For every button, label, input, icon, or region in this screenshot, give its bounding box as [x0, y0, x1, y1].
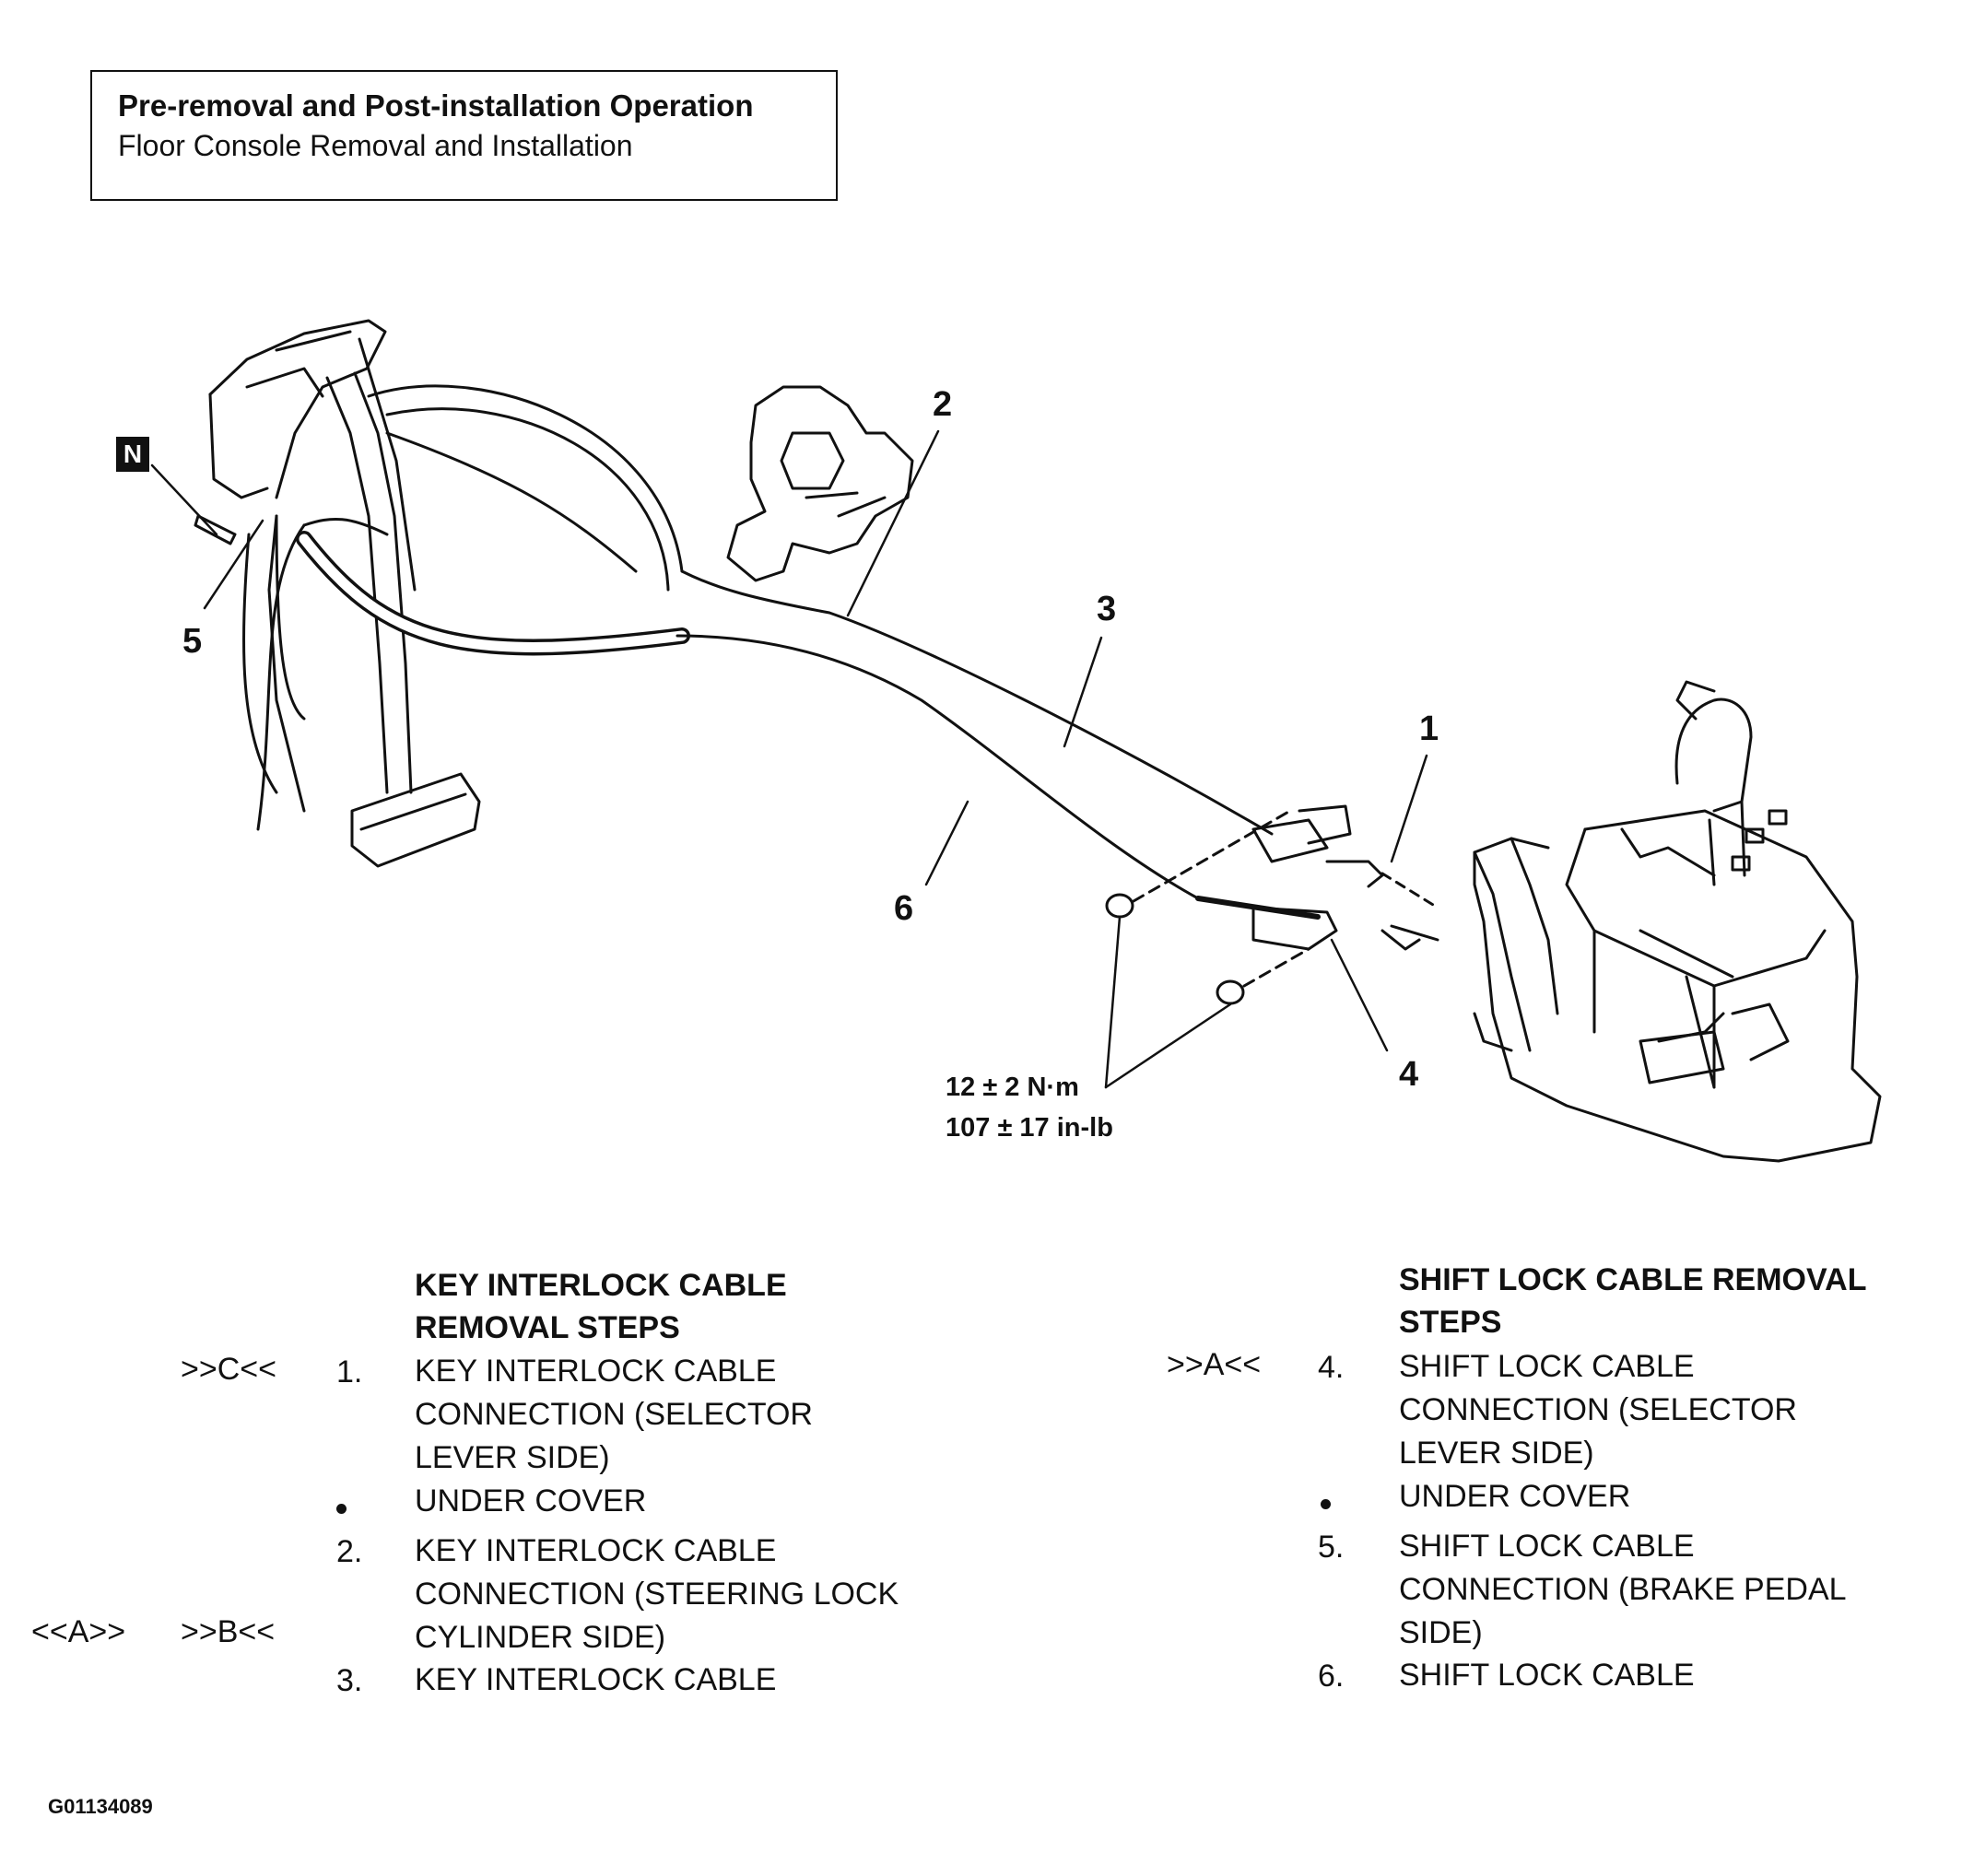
shift-lock-step5-num: 5. — [1318, 1530, 1345, 1565]
key-interlock-step1-line1: KEY INTERLOCK CABLE — [415, 1354, 777, 1389]
shift-lock-ref-a: >>A<< — [1167, 1347, 1262, 1382]
key-interlock-under-cover: UNDER COVER — [415, 1483, 647, 1518]
clip-n — [194, 514, 237, 545]
header-box — [90, 70, 838, 201]
shift-lock-step4-line1: SHIFT LOCK CABLE — [1399, 1349, 1695, 1384]
key-interlock-step2-line2: CONNECTION (STEERING LOCK — [415, 1577, 899, 1612]
callout-4: 4 — [1399, 1055, 1419, 1094]
non-reusable-part-badge: N — [116, 437, 149, 472]
callout-6: 6 — [894, 889, 914, 928]
key-interlock-step1-line2: CONNECTION (SELECTOR — [415, 1397, 813, 1432]
key-interlock-step3-line1: KEY INTERLOCK CABLE — [415, 1662, 777, 1697]
key-interlock-step3-num: 3. — [336, 1663, 363, 1698]
callout-3: 3 — [1097, 590, 1117, 628]
shift-lock-step4-line3: LEVER SIDE) — [1399, 1436, 1594, 1471]
key-interlock-heading-line1: KEY INTERLOCK CABLE — [415, 1268, 787, 1303]
shift-lock-step4-line2: CONNECTION (SELECTOR — [1399, 1392, 1797, 1427]
leader-lines — [150, 429, 1428, 1089]
header-subtitle: Floor Console Removal and Installation — [118, 129, 633, 162]
callout-2: 2 — [933, 385, 953, 424]
torque-metric: 12 ± 2 N·m — [946, 1073, 1079, 1102]
shift-lock-step6-line1: SHIFT LOCK CABLE — [1399, 1658, 1695, 1693]
brake-pedal-assembly — [208, 319, 481, 868]
key-interlock-ref-a: <<A>> — [31, 1614, 126, 1649]
shift-lock-heading-line1: SHIFT LOCK CABLE REMOVAL — [1399, 1262, 1867, 1297]
cables — [241, 384, 1321, 920]
key-interlock-step2-line3: CYLINDER SIDE) — [415, 1620, 666, 1655]
shift-lock-step5-line1: SHIFT LOCK CABLE — [1399, 1529, 1695, 1564]
key-interlock-step1-line3: LEVER SIDE) — [415, 1440, 610, 1475]
shift-lock-step5-line2: CONNECTION (BRAKE PEDAL — [1399, 1572, 1847, 1607]
header-title: Pre-removal and Post-installation Operat… — [118, 88, 754, 123]
shift-lock-bullet — [1321, 1499, 1331, 1509]
callout-1: 1 — [1419, 709, 1439, 748]
selector-lever-assembly — [1473, 680, 1882, 1163]
key-interlock-step2-num: 2. — [336, 1534, 363, 1569]
shift-lock-heading-line2: STEPS — [1399, 1305, 1502, 1340]
callout-5: 5 — [182, 622, 203, 661]
key-interlock-step1-num: 1. — [336, 1354, 363, 1389]
shift-lock-step4-num: 4. — [1318, 1350, 1345, 1385]
shift-lock-under-cover: UNDER COVER — [1399, 1479, 1631, 1514]
key-interlock-step2-line1: KEY INTERLOCK CABLE — [415, 1533, 777, 1568]
key-interlock-ref-b: >>B<< — [181, 1614, 276, 1649]
shift-lock-step5-line3: SIDE) — [1399, 1615, 1483, 1650]
shift-lock-step6-num: 6. — [1318, 1659, 1345, 1694]
steering-lock-cylinder — [726, 385, 914, 582]
figure-id: G01134089 — [48, 1795, 153, 1818]
key-interlock-heading-line2: REMOVAL STEPS — [415, 1310, 680, 1345]
key-interlock-ref-c: >>C<< — [181, 1352, 276, 1387]
key-interlock-bullet — [336, 1504, 347, 1514]
torque-imperial: 107 ± 17 in-lb — [946, 1113, 1113, 1143]
shift-lock-end — [1105, 804, 1439, 1005]
